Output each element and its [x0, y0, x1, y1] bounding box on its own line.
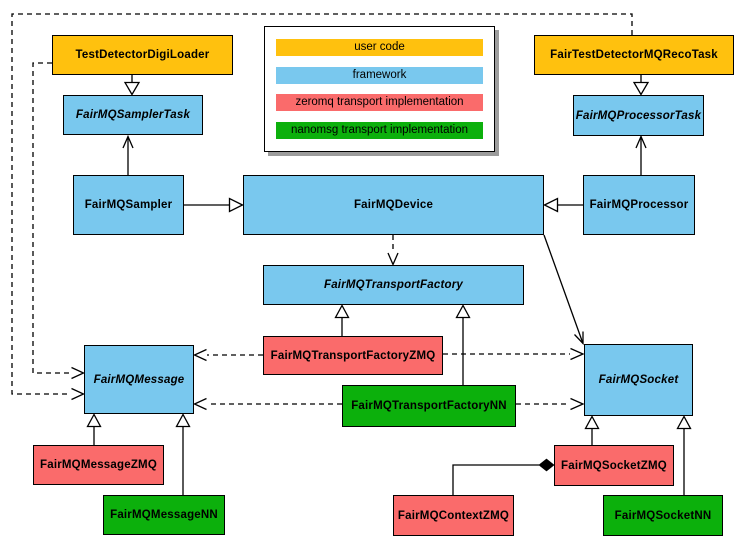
class-box-testdetectordigiloader: TestDetectorDigiLoader [52, 35, 233, 75]
class-box-fairmqsamplertask: FairMQSamplerTask [63, 95, 203, 135]
edge-factorynn-message [192, 397, 342, 411]
class-box-fairmqtransportfactory: FairMQTransportFactory [263, 265, 524, 305]
edge-contextzmq-socketzmq [452, 458, 555, 495]
edge-messagezmq-message [86, 413, 102, 445]
legend-item-framework: framework [276, 66, 483, 84]
class-box-fairmqsocket: FairMQSocket [584, 344, 693, 416]
edge-factorynn-transportfactory [455, 304, 471, 386]
legend-item-user-code: user code [276, 39, 483, 57]
edge-device-socket [543, 234, 584, 346]
legend-item-zeromq: zeromq transport implementation [276, 94, 483, 112]
class-box-fairmqtransportfactoryzmq: FairMQTransportFactoryZMQ [263, 336, 443, 375]
legend: user code framework zeromq transport imp… [264, 26, 495, 152]
edge-factoryzmq-socket [443, 347, 585, 361]
class-box-fairmqmessagenn: FairMQMessageNN [103, 495, 225, 535]
edge-factorynn-socket [516, 397, 585, 411]
edge-sampler-samplertask [122, 134, 134, 175]
class-box-fairmqsampler: FairMQSampler [73, 175, 184, 235]
edge-recotask-message [11, 13, 633, 401]
class-box-fairmqcontextzmq: FairMQContextZMQ [393, 495, 514, 536]
class-box-fairmqsocketnn: FairMQSocketNN [603, 495, 723, 536]
class-box-fairmqmessage: FairMQMessage [84, 345, 194, 414]
edge-recotask-processortask [632, 75, 650, 96]
edge-sampler-device [184, 197, 244, 213]
edge-factoryzmq-message [192, 348, 263, 362]
edge-digiloader-message [32, 62, 86, 380]
class-box-fairmqtransportfactorynn: FairMQTransportFactoryNN [342, 385, 516, 427]
edge-processor-device [543, 197, 583, 213]
edge-digiloader-samplertask [123, 75, 141, 96]
class-box-fairmqsocketzmq: FairMQSocketZMQ [554, 445, 674, 486]
edge-device-transportfactory [387, 235, 399, 267]
edge-socketzmq-socket [584, 415, 600, 445]
class-box-fairmqprocessortask: FairMQProcessorTask [573, 95, 704, 136]
class-box-fairmqdevice: FairMQDevice [243, 175, 544, 235]
edge-factoryzmq-transportfactory [334, 304, 350, 336]
edge-messagenn-message [175, 413, 191, 495]
edge-processor-processortask [635, 134, 647, 175]
legend-item-nanomsg: nanomsg transport implementation [276, 121, 483, 139]
class-box-fairmqprocessor: FairMQProcessor [583, 175, 695, 235]
class-box-fairmqmessagezmq: FairMQMessageZMQ [33, 445, 164, 485]
class-box-fairtestdetectormqrecotask: FairTestDetectorMQRecoTask [534, 35, 734, 75]
edge-socketnn-socket [676, 415, 692, 495]
